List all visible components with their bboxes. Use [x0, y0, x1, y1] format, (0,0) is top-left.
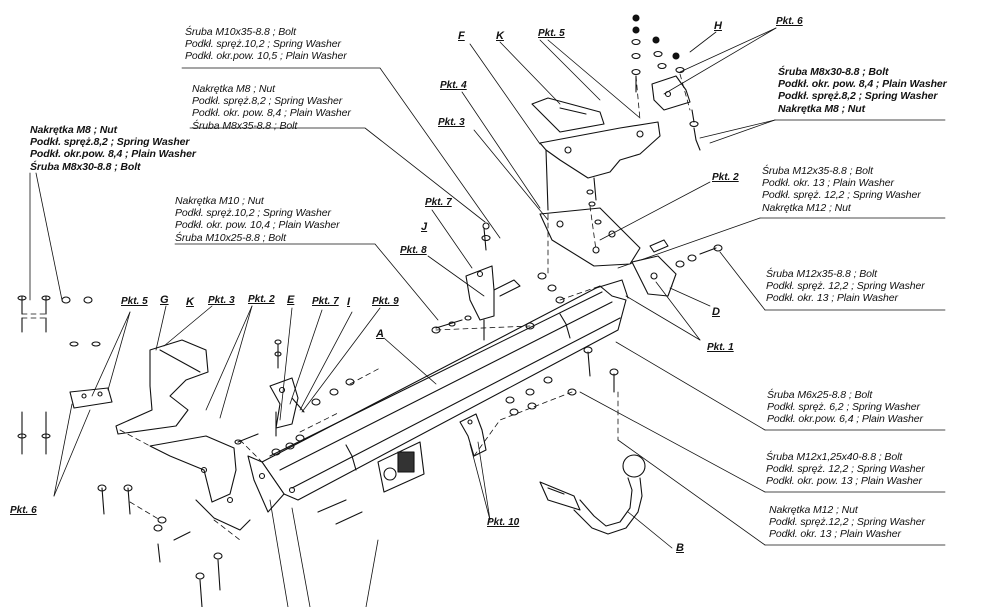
bracket-left-g-k [69, 339, 251, 531]
tag-leader-lines [53, 27, 777, 608]
letter-j: J [421, 221, 428, 233]
note-bolt-m6x25: Śruba M6x25-8.8 ; Bolt Podkł. spręż. 6,2… [767, 389, 923, 426]
letter-b: B [676, 542, 684, 554]
note-bolt-m12x125x40: Śruba M12x1,25x40-8.8 ; Bolt Podkł. sprę… [766, 451, 925, 488]
tag-pkt9: Pkt. 9 [372, 296, 399, 307]
bracket-f-k-right [531, 75, 691, 293]
letter-a: A [376, 328, 384, 340]
tag-pkt6-top: Pkt. 6 [776, 16, 803, 27]
tag-pkt2-right: Pkt. 2 [712, 172, 739, 183]
tag-pkt3-left: Pkt. 3 [208, 295, 235, 306]
letter-f: F [458, 30, 465, 42]
bracket-d [631, 255, 677, 297]
dashed-assembly-lines [21, 73, 691, 541]
leader-lines [29, 67, 946, 546]
letter-k-left: K [186, 296, 194, 308]
tag-pkt3-top: Pkt. 3 [438, 117, 465, 128]
letter-e: E [287, 294, 295, 306]
tag-pkt1: Pkt. 1 [707, 342, 734, 353]
letter-d: D [712, 306, 720, 318]
fasteners-bottom-center [459, 376, 577, 457]
crossbar-a [247, 279, 629, 513]
bracket-e-i [269, 339, 305, 437]
tag-pkt5-left: Pkt. 5 [121, 296, 148, 307]
letter-g: G [160, 294, 169, 306]
note-nut-m8-bolt-m8x35: Nakrętka M8 ; Nut Podkł. spręż.8,2 ; Spr… [192, 83, 351, 132]
tag-pkt6-left: Pkt. 6 [10, 505, 37, 516]
ball-hook-b [539, 454, 646, 535]
fasteners-center [431, 189, 723, 393]
tag-pkt7-mid: Pkt. 7 [425, 197, 452, 208]
note-bolt-m8x30-right: Śruba M8x30-8.8 ; Bolt Podkł. okr. pow. … [778, 66, 947, 115]
note-bolt-m12x35-upper: Śruba M12x35-8.8 ; Bolt Podkł. okr. 13 ;… [762, 165, 921, 214]
note-bolt-m10x35: Śruba M10x35-8.8 ; Bolt Podkł. spręż.10,… [185, 26, 347, 63]
tag-pkt10: Pkt. 10 [487, 517, 520, 528]
tag-pkt5-top: Pkt. 5 [538, 28, 565, 39]
letter-k-top: K [496, 30, 504, 42]
note-nut-m8-bolt-m8x30-left: Nakrętka M8 ; Nut Podkł. spręż.8,2 ; Spr… [30, 124, 196, 173]
letter-h: H [714, 20, 722, 32]
note-nut-m12: Nakrętka M12 ; Nut Podkł. spręż.12,2 ; S… [769, 504, 925, 541]
tag-pkt4: Pkt. 4 [440, 80, 467, 91]
tag-pkt8: Pkt. 8 [400, 245, 427, 256]
tag-pkt7-left: Pkt. 7 [312, 296, 339, 307]
bracket-j [465, 222, 521, 341]
note-nut-m10-bolt-m10x25: Nakrętka M10 ; Nut Podkł. spręż.10,2 ; S… [175, 195, 340, 244]
tag-pkt2-left: Pkt. 2 [248, 294, 275, 305]
letter-i: I [347, 296, 351, 308]
fasteners-left [17, 295, 363, 608]
note-bolt-m12x35-lower: Śruba M12x35-8.8 ; Bolt Podkł. spręż. 12… [766, 268, 925, 305]
